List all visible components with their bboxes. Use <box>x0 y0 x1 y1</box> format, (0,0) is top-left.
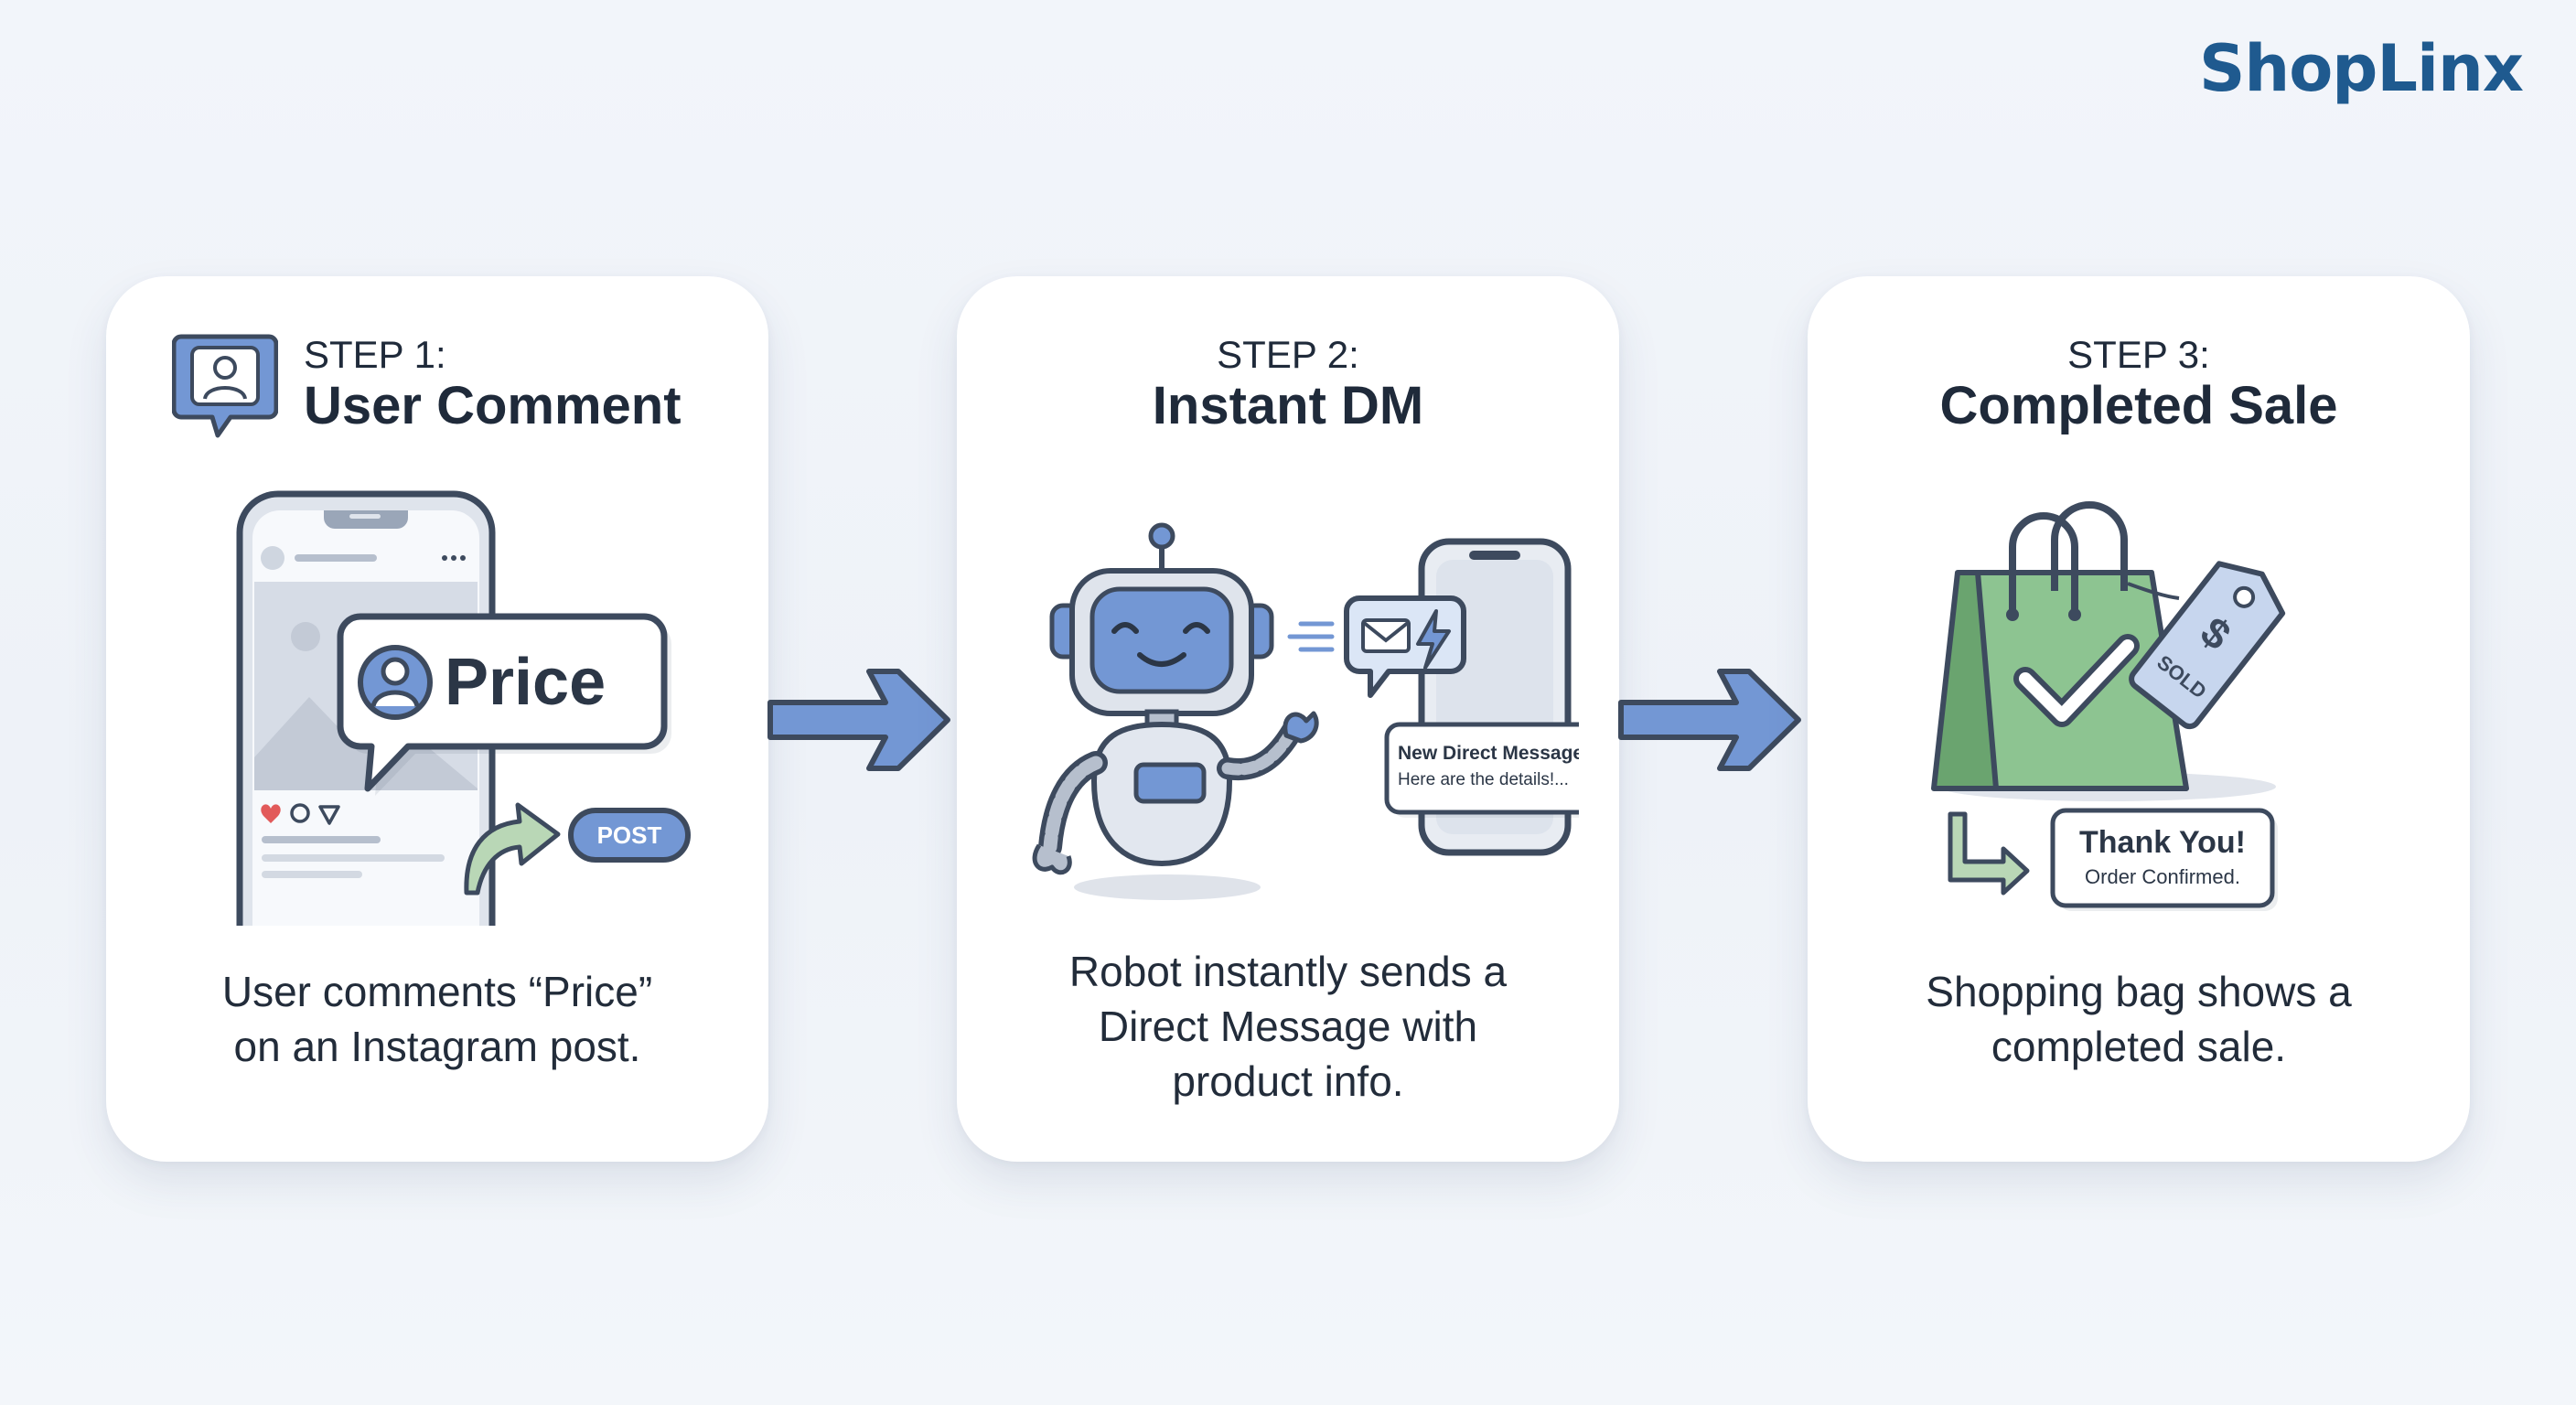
description-line: on an Instagram post. <box>233 1023 641 1070</box>
shopping-bag-icon <box>1931 501 2189 791</box>
step-card-1: STEP 1: User Comment <box>106 276 768 1162</box>
description-line: completed sale. <box>1991 1023 2287 1070</box>
comment-illustration: Price POST <box>236 490 691 926</box>
comment-text: Price <box>445 646 606 719</box>
return-arrow-icon <box>1948 811 2030 896</box>
completed-sale-illustration: $ SOLD Thank You! Order Confirmed. <box>1931 501 2286 911</box>
step-title: User Comment <box>304 376 682 435</box>
notification-title: New Direct Message <box>1398 743 1579 764</box>
description-line: Robot instantly sends a <box>1068 948 1508 995</box>
dm-notification-card: New Direct Message Here are the details!… <box>1384 722 1579 818</box>
step-description: User comments “Price” on an Instagram po… <box>106 964 768 1074</box>
notification-body: Here are the details!... <box>1398 770 1569 789</box>
flow-arrow-1 <box>767 669 950 771</box>
robot-dm-illustration: New Direct Message Here are the details!… <box>1032 522 1579 900</box>
user-comment-icon <box>172 334 278 438</box>
flow-arrow-2 <box>1618 669 1801 771</box>
robot-icon <box>1032 522 1319 900</box>
step-label: STEP 3: <box>2067 333 2210 376</box>
post-button-label: POST <box>597 821 662 849</box>
post-button: POST <box>568 808 691 863</box>
confirm-body: Order Confirmed. <box>2085 865 2240 888</box>
lightning-icon <box>1416 609 1451 670</box>
step-label: STEP 1: <box>304 333 446 376</box>
step-label: STEP 2: <box>1217 333 1359 376</box>
confirm-title: Thank You! <box>2079 825 2246 860</box>
order-confirmed-card: Thank You! Order Confirmed. <box>2050 808 2278 911</box>
description-line: Direct Message with <box>1098 1003 1478 1050</box>
step-description: Shopping bag shows a completed sale. <box>1808 964 2470 1074</box>
reply-arrow-icon <box>464 802 561 896</box>
price-comment-bubble: Price <box>337 613 671 796</box>
step-title: Completed Sale <box>1939 376 2338 435</box>
description-line: Shopping bag shows a <box>1926 968 2352 1015</box>
brand-logo: ShopLinx <box>2198 31 2524 106</box>
step-title: Instant DM <box>1152 376 1424 435</box>
message-bubble-icon <box>1344 595 1466 698</box>
description-line: product info. <box>1172 1057 1404 1105</box>
description-line: User comments “Price” <box>221 968 653 1015</box>
step-card-3: STEP 3: Completed Sale $ SOLD Thank You <box>1808 276 2470 1162</box>
step-description: Robot instantly sends a Direct Message w… <box>957 944 1619 1109</box>
sold-tag-icon: $ SOLD <box>2129 561 2286 730</box>
step-card-2: STEP 2: Instant DM <box>957 276 1619 1162</box>
